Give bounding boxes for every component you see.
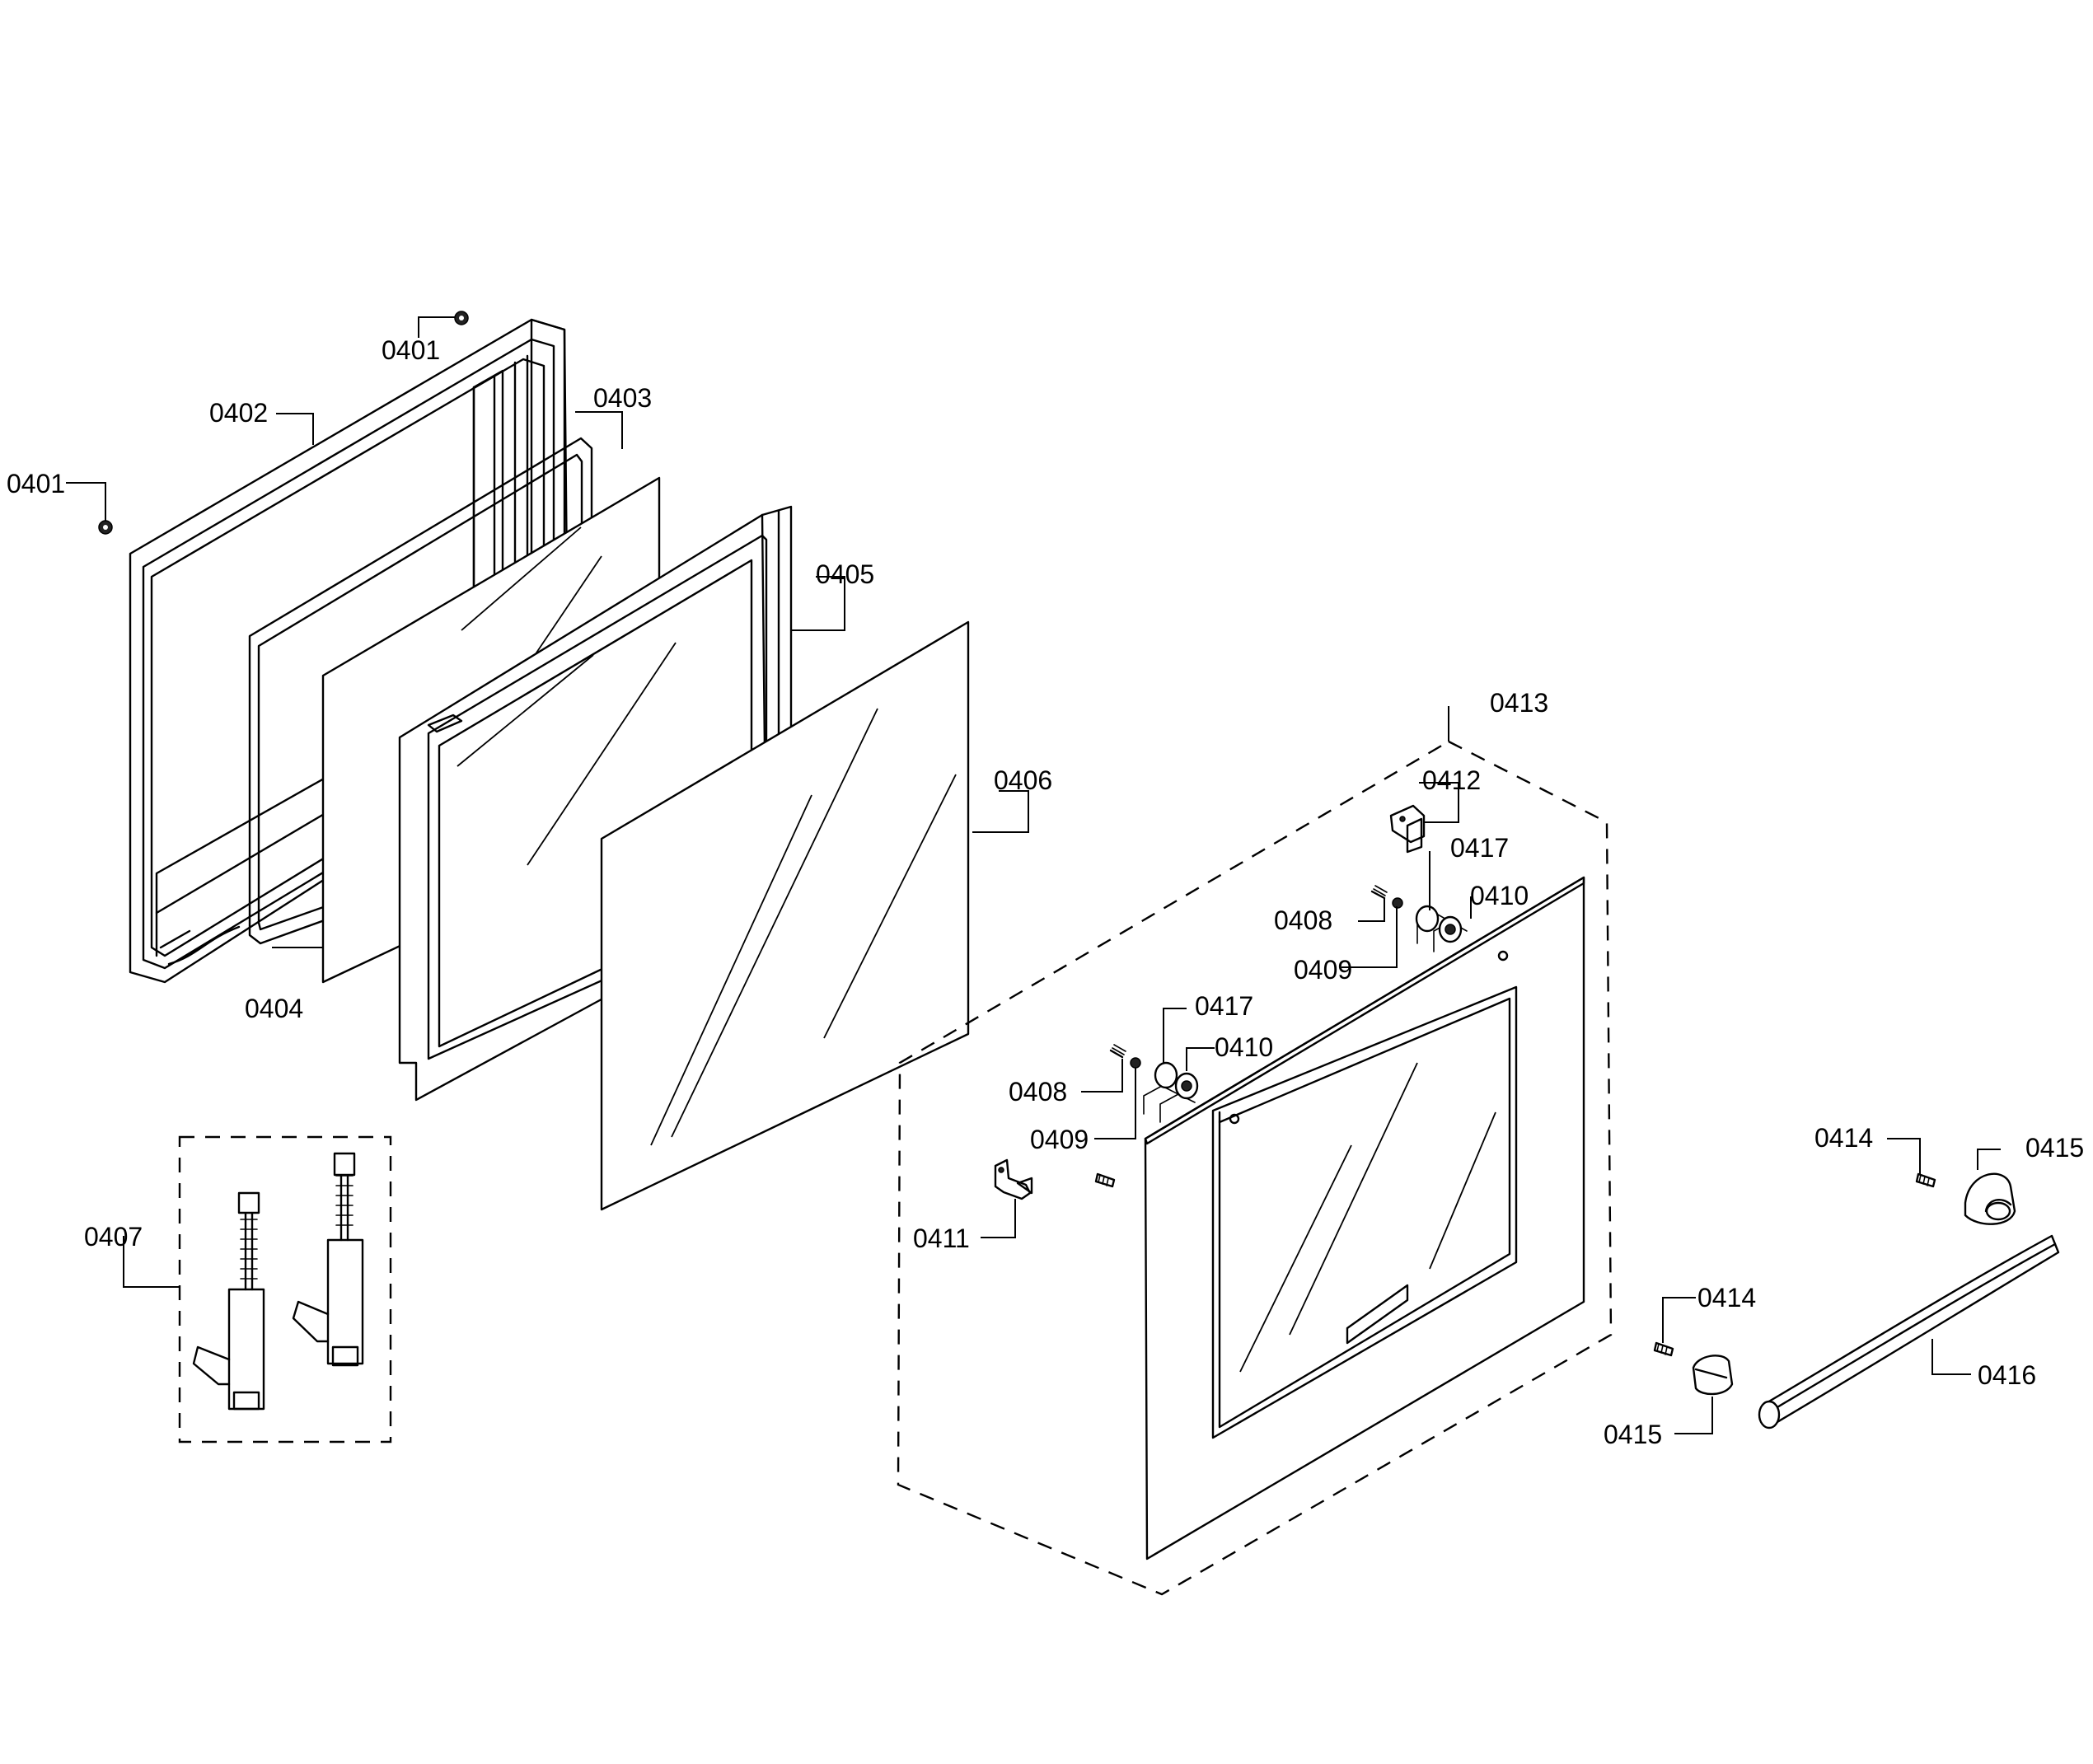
label-0415-upper: 0415 xyxy=(2025,1133,2084,1163)
leader-lines xyxy=(66,316,2001,1434)
bracket-0411 xyxy=(994,1158,1033,1200)
label-0407: 0407 xyxy=(84,1222,143,1252)
label-0411: 0411 xyxy=(913,1224,970,1253)
label-0402: 0402 xyxy=(209,398,268,428)
label-0413: 0413 xyxy=(1490,688,1548,718)
label-0417-upper: 0417 xyxy=(1450,833,1509,863)
part-labels: 0401 0401 0402 0403 0404 0405 0406 0407 … xyxy=(7,335,2084,1449)
label-0417-lower: 0417 xyxy=(1195,991,1253,1021)
hinge-kit-0407 xyxy=(178,1135,392,1443)
label-0405: 0405 xyxy=(816,559,874,589)
label-0401-left: 0401 xyxy=(7,469,65,498)
label-0404: 0404 xyxy=(245,994,303,1023)
label-0408-lower: 0408 xyxy=(1009,1077,1067,1107)
label-0401-top: 0401 xyxy=(382,335,440,365)
label-0412: 0412 xyxy=(1422,765,1481,795)
hardware-upper-set xyxy=(1370,885,1463,943)
screw-0401-left xyxy=(98,520,113,535)
label-0409-lower: 0409 xyxy=(1030,1125,1089,1154)
hardware-lower-set xyxy=(1109,1044,1199,1100)
label-0416: 0416 xyxy=(1978,1360,2036,1390)
label-0414-upper: 0414 xyxy=(1814,1123,1873,1153)
label-0406: 0406 xyxy=(994,765,1052,795)
label-0410-lower: 0410 xyxy=(1215,1032,1273,1062)
handle-assembly xyxy=(1094,1172,2060,1429)
screw-0401-top xyxy=(454,311,469,325)
label-0408-upper: 0408 xyxy=(1274,905,1332,935)
label-0409-upper: 0409 xyxy=(1294,955,1352,985)
bracket-0412 xyxy=(1389,804,1426,854)
label-0403: 0403 xyxy=(593,383,652,413)
label-0415-lower: 0415 xyxy=(1604,1420,1662,1449)
label-0414-lower: 0414 xyxy=(1697,1283,1756,1312)
outer-door-assembly-0413 xyxy=(897,740,1613,1596)
outer-glass-0406 xyxy=(600,620,970,1211)
label-0410-upper: 0410 xyxy=(1470,881,1529,910)
